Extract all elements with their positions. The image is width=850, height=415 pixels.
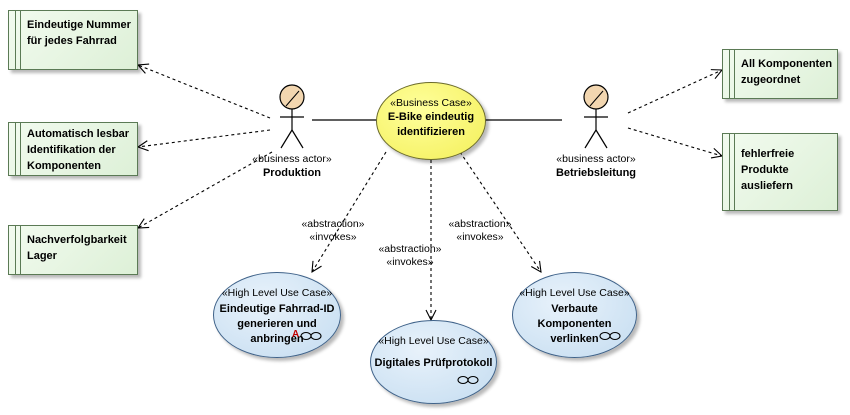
dependency-produktion-req1: [138, 65, 271, 119]
requirement-link-icon: A: [292, 329, 300, 340]
requirement-eindeutige-nummer[interactable]: Eindeutige Nummer für jedes Fahrrad: [8, 10, 138, 70]
abstraction-usecase-3: [459, 151, 541, 272]
requirement-bar: [729, 134, 735, 210]
use-case-stereotype: «High Level Use Case»: [519, 287, 630, 299]
use-case-fahrrad-id[interactable]: «High Level Use Case» Eindeutige Fahrrad…: [213, 272, 341, 358]
use-case-name: Eindeutige Fahrrad-ID generieren und anb…: [219, 303, 335, 345]
use-case-komponenten-verlinken[interactable]: «High Level Use Case» Verbaute Komponent…: [512, 272, 637, 358]
use-case-name: Digitales Prüfprotokoll: [374, 357, 493, 369]
use-case-name: Verbaute Komponenten verlinken: [537, 303, 612, 345]
requirement-all-komponenten[interactable]: All Komponenten zugeordnet: [722, 49, 838, 99]
actor-betriebsleitung-figure[interactable]: [583, 84, 609, 149]
relation-label-2: «abstraction» «invokes»: [378, 243, 442, 268]
relation-label-3: «abstraction» «invokes»: [448, 218, 512, 243]
requirement-text: All Komponenten zugeordnet: [741, 58, 833, 86]
requirement-automatisch-lesbar[interactable]: Automatisch lesbar Identifikation der Ko…: [8, 122, 138, 176]
business-case-ebike[interactable]: «Business Case» E-Bike eindeutig identif…: [376, 82, 486, 160]
actor-produktion-figure[interactable]: [279, 84, 305, 149]
actor-betriebsleitung-name: Betriebsleitung: [555, 167, 637, 179]
actor-produktion-name: Produktion: [262, 167, 322, 179]
dependency-betriebsleitung-req5: [627, 127, 722, 156]
requirement-text: fehlerfreie Produkte ausliefern: [741, 148, 795, 192]
requirement-text: Automatisch lesbar Identifikation der Ko…: [27, 128, 130, 172]
requirement-bar: [15, 11, 21, 69]
use-case-pruefprotokoll[interactable]: «High Level Use Case» Digitales Prüfprot…: [370, 320, 497, 404]
requirement-bar: [15, 123, 21, 175]
dependency-betriebsleitung-req4: [627, 70, 722, 114]
use-case-link-icon: [300, 331, 322, 341]
use-case-stereotype: «High Level Use Case»: [378, 335, 489, 347]
actor-produktion-stereotype: «business actor»: [252, 153, 332, 165]
use-case-link-icon: [599, 331, 621, 341]
relation-label-1: «abstraction» «invokes»: [301, 218, 365, 243]
use-case-link-icon: [457, 375, 479, 385]
requirement-bar: [729, 50, 735, 98]
requirement-text: Eindeutige Nummer für jedes Fahrrad: [27, 19, 131, 47]
requirement-text: Nachverfolgbarkeit Lager: [27, 234, 127, 262]
business-case-name: E-Bike eindeutig identifizieren: [387, 111, 475, 138]
requirement-nachverfolgbarkeit[interactable]: Nachverfolgbarkeit Lager: [8, 225, 138, 275]
requirement-fehlerfreie-produkte[interactable]: fehlerfreie Produkte ausliefern: [722, 133, 838, 211]
dependency-produktion-req2: [138, 129, 271, 147]
business-case-stereotype: «Business Case»: [390, 97, 472, 109]
use-case-stereotype: «High Level Use Case»: [221, 287, 333, 299]
requirement-bar: [15, 226, 21, 274]
actor-betriebsleitung-stereotype: «business actor»: [556, 153, 636, 165]
dependency-produktion-req3: [138, 151, 273, 228]
